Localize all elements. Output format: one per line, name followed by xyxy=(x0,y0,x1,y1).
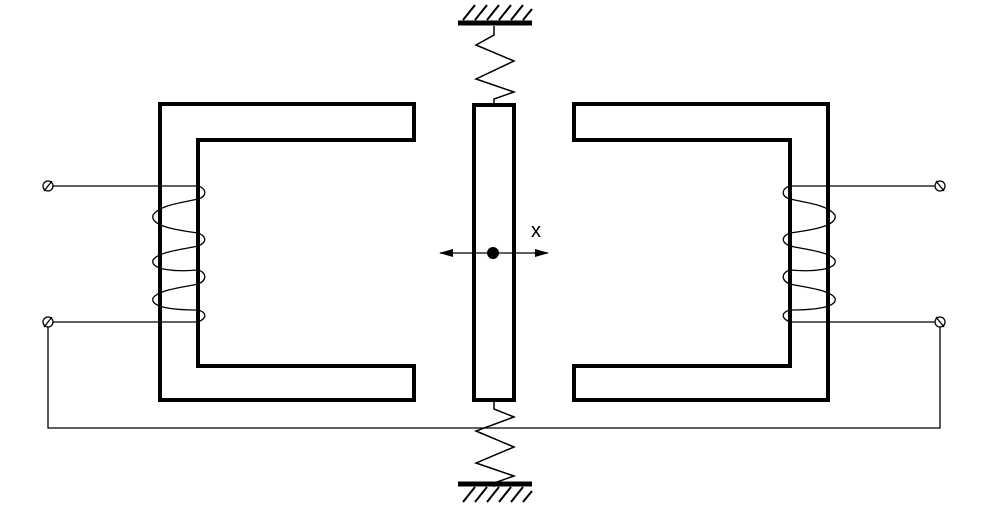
bottom-spring xyxy=(473,402,517,487)
connecting-wire xyxy=(47,327,941,429)
terminal-icon xyxy=(42,180,54,192)
terminal-icon xyxy=(934,316,946,328)
top-spring xyxy=(474,26,517,104)
left-magnet-core xyxy=(158,102,416,402)
displacement-arrow xyxy=(439,247,549,259)
terminal-icon xyxy=(934,180,946,192)
top-fixed-support xyxy=(458,4,533,26)
displacement-label: x xyxy=(531,220,541,242)
left-terminals xyxy=(42,180,198,328)
right-coil xyxy=(782,185,836,323)
center-point xyxy=(487,247,499,259)
right-magnet-core xyxy=(572,102,830,402)
bottom-fixed-support xyxy=(458,481,533,503)
left-coil xyxy=(152,185,206,323)
terminal-icon xyxy=(42,316,54,328)
right-terminals xyxy=(790,180,946,328)
